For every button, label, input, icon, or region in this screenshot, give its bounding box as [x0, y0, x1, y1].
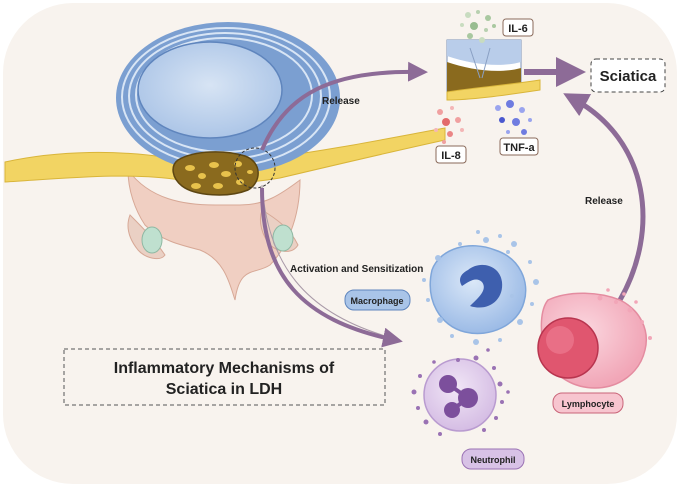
release-label-right: Release [585, 196, 623, 207]
il6-label: IL-6 [508, 23, 528, 35]
spine-cross-section [4, 22, 446, 301]
macrophage-label-box [344, 289, 411, 311]
neutrophil-label-box [461, 448, 525, 470]
release-label-top: Release [322, 96, 360, 107]
neutrophil-cell [411, 348, 510, 436]
il6-cytokine-cloud [460, 10, 496, 43]
release-arrow-top [260, 61, 428, 151]
zoom-outline [261, 184, 401, 341]
release-arrow-right [563, 93, 646, 302]
il6-label-box [502, 18, 534, 37]
il8-label-box [435, 145, 467, 164]
lymphocyte-label-box [552, 392, 624, 414]
nucleus-pulposus [137, 41, 283, 139]
zoom-inset [446, 39, 541, 101]
macrophage-cell [422, 230, 539, 345]
lymphocyte-label: Lymphocyte [562, 399, 615, 409]
facet-joint-right [272, 224, 294, 252]
neutrophil-label: Neutrophil [471, 455, 516, 465]
nucleus-spots [185, 161, 253, 189]
title-line-2: Sciatica in LDH [166, 381, 282, 398]
facet-joint-left [141, 226, 163, 254]
activation-label: Activation and Sensitization [290, 264, 423, 275]
activation-arrow [260, 187, 403, 348]
il8-label: IL-8 [441, 150, 461, 162]
sciatica-box [590, 58, 666, 93]
macrophage-label: Macrophage [350, 296, 403, 306]
tnf-label: TNF-a [503, 142, 535, 154]
sciatica-label: Sciatica [600, 68, 657, 85]
tnf-label-box [499, 137, 539, 156]
lymphocyte-cell [537, 288, 652, 389]
il8-cytokine-cloud [434, 106, 464, 144]
zoom-circle [234, 147, 276, 189]
tnf-cytokine-cloud [495, 100, 532, 135]
title-line-1: Inflammatory Mechanisms of [114, 360, 335, 377]
